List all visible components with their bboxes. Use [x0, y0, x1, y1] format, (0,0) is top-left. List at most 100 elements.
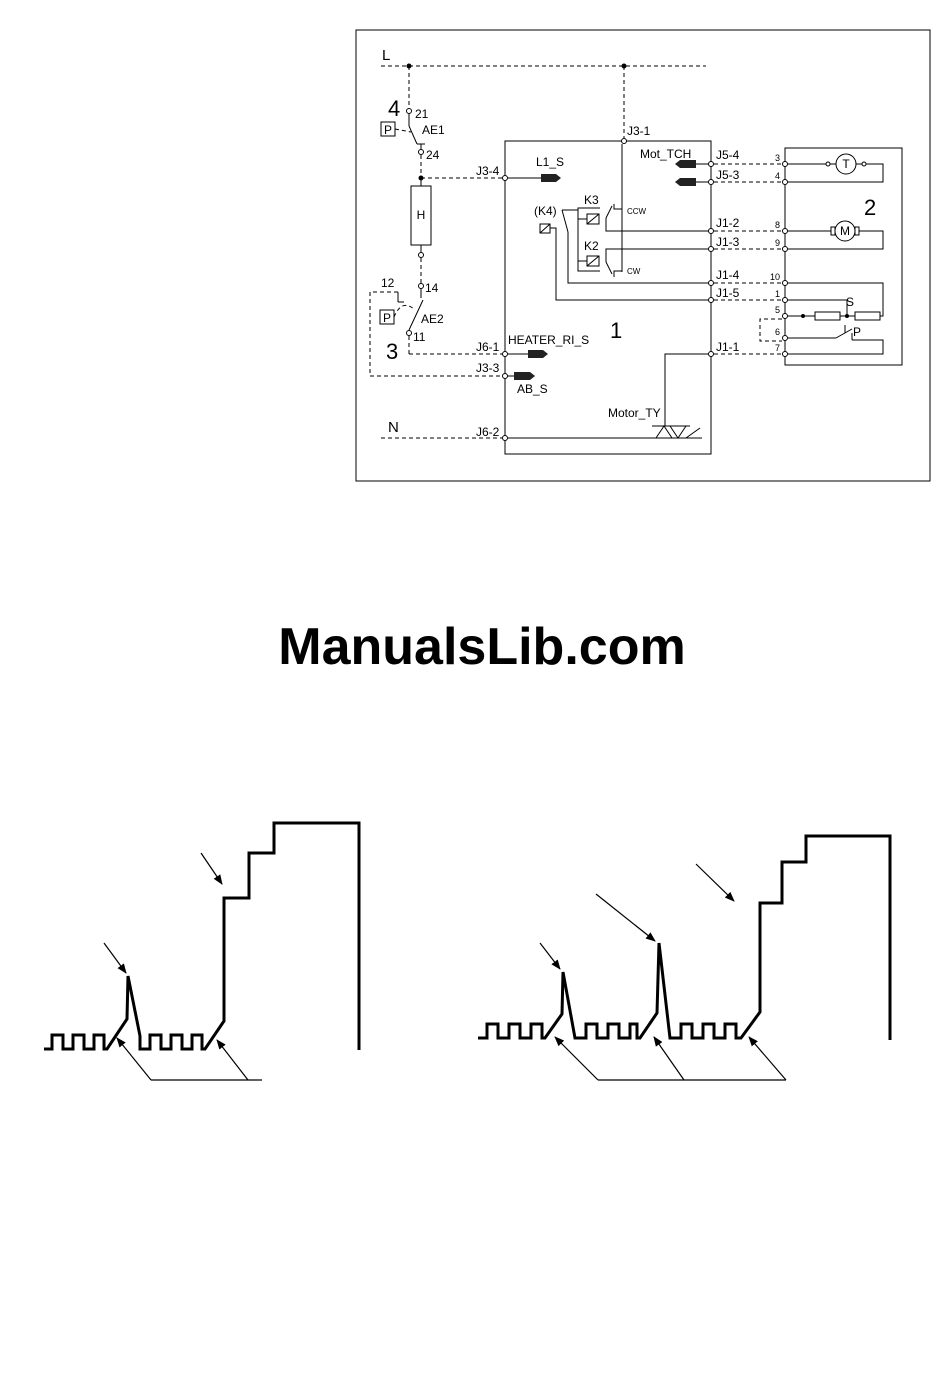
sensor-lead-pin-1 [788, 300, 847, 316]
heater-ri-s-input-connector [528, 350, 548, 358]
mot-tch-connector-2 [675, 178, 696, 186]
k4-label: (K4) [534, 204, 557, 218]
callout-3: 3 [386, 339, 398, 364]
j1-4-label: J1-4 [716, 268, 740, 282]
supply-line-label: L [382, 47, 390, 64]
ab-s-label: AB_S [517, 382, 548, 396]
pin-6 [783, 336, 788, 341]
pin-7-label: 7 [775, 343, 780, 353]
callout-1: 1 [610, 318, 622, 343]
waveform-right-trace [478, 836, 890, 1040]
pin-4 [783, 180, 788, 185]
pin-7 [783, 352, 788, 357]
terminal-j1-1 [709, 352, 714, 357]
motor-label: M [840, 224, 850, 238]
terminal-j1-3 [709, 247, 714, 252]
triac-triangle-1 [656, 426, 672, 438]
terminal-14 [419, 284, 424, 289]
ae1-blade [409, 126, 417, 144]
mot-tch-label: Mot_TCH [640, 147, 691, 161]
tacho-lead-return [788, 164, 883, 182]
motor-ty-label: Motor_TY [608, 406, 661, 420]
pin-4-label: 4 [775, 171, 780, 181]
ae1-label: AE1 [422, 123, 445, 137]
k3-contact-blade [606, 206, 612, 218]
pin-8-label: 8 [775, 220, 780, 230]
terminal-24-label: 24 [426, 148, 440, 162]
wire-j1-5-internal [550, 228, 708, 300]
watermark: ManualsLib.com [278, 618, 685, 676]
pin-3 [783, 162, 788, 167]
wiring-diagram: L 4 21 P AE1 24 J3-4 H 1 4 12 [356, 30, 930, 481]
j5-4-label: J5-4 [716, 148, 740, 162]
k3-ccw-contact [614, 204, 622, 209]
l1-s-label: L1_S [536, 155, 564, 169]
arrow-to-spike [104, 943, 126, 973]
pin-6-label: 6 [775, 327, 780, 337]
pin-3-label: 3 [775, 153, 780, 163]
arrow-to-slope-2 [217, 1040, 248, 1080]
sensor-resistor-2 [855, 312, 880, 320]
wire-j1-3-to-k2 [606, 249, 708, 262]
terminal-j3-3 [503, 374, 508, 379]
pin-10-label: 10 [770, 272, 780, 282]
motor-brush-right [855, 227, 859, 235]
terminal-j1-5 [709, 298, 714, 303]
k2-coil-mark [587, 256, 599, 266]
terminal-j1-4 [709, 281, 714, 286]
sensor-label: S [846, 295, 854, 309]
sensor-resistor-1 [815, 312, 840, 320]
j5-3-label: J5-3 [716, 168, 740, 182]
tacho-label: T [842, 157, 850, 171]
l1-s-input-connector [541, 174, 561, 182]
pin-10 [783, 281, 788, 286]
j3-4-label: J3-4 [476, 164, 500, 178]
triac-triangle-2 [670, 426, 686, 438]
terminal-21 [407, 109, 412, 114]
j1-2-label: J1-2 [716, 216, 740, 230]
heater-label: H [417, 208, 426, 222]
terminal-j6-1 [503, 352, 508, 357]
terminal-21-label: 21 [415, 107, 429, 121]
k2-label: K2 [584, 239, 599, 253]
ae1-actuator-link [395, 129, 411, 132]
ab-s-input-connector [514, 372, 535, 380]
neutral-line-label: N [388, 419, 399, 436]
terminal-11-label: 11 [413, 330, 426, 344]
heater-ri-s-label: HEATER_RI_S [508, 333, 589, 347]
terminal-j5-3 [709, 180, 714, 185]
arrow-to-step [696, 864, 734, 901]
j6-2-label: J6-2 [476, 425, 500, 439]
arrow-to-slope-3 [749, 1037, 786, 1080]
pin-1-label: 1 [775, 289, 780, 299]
pin-8 [783, 229, 788, 234]
terminal-j3-4 [503, 176, 508, 181]
wire-j1-1-to-triac [665, 354, 708, 426]
arrow-to-slope-2 [654, 1037, 684, 1080]
arrow-to-slope-1 [117, 1038, 151, 1080]
switch-lead-return [788, 340, 883, 354]
waveform-right [478, 836, 890, 1080]
pin-5-label: 5 [775, 305, 780, 315]
arrow-to-spike-2 [596, 894, 655, 941]
triac-gate [686, 428, 700, 438]
j1-5-label: J1-5 [716, 286, 740, 300]
j3-3-label: J3-3 [476, 361, 500, 375]
k3-coil-mark [587, 214, 599, 224]
callout-4: 4 [388, 96, 400, 121]
terminal-11 [407, 331, 412, 336]
arrow-to-slope-1 [555, 1037, 598, 1080]
pin-5 [783, 314, 788, 319]
switch-label: P [853, 325, 861, 339]
j1-1-label: J1-1 [716, 340, 740, 354]
arrow-to-step [201, 853, 222, 884]
waveform-left-trace [44, 823, 359, 1050]
k4-contact-blade [562, 210, 568, 232]
terminal-12-label: 12 [381, 276, 395, 290]
tacho-terminal [826, 162, 830, 166]
ccw-label: CCW [627, 207, 647, 216]
cw-label: CW [627, 267, 641, 276]
heater-terminal [419, 253, 424, 258]
junction-dot [801, 314, 805, 318]
